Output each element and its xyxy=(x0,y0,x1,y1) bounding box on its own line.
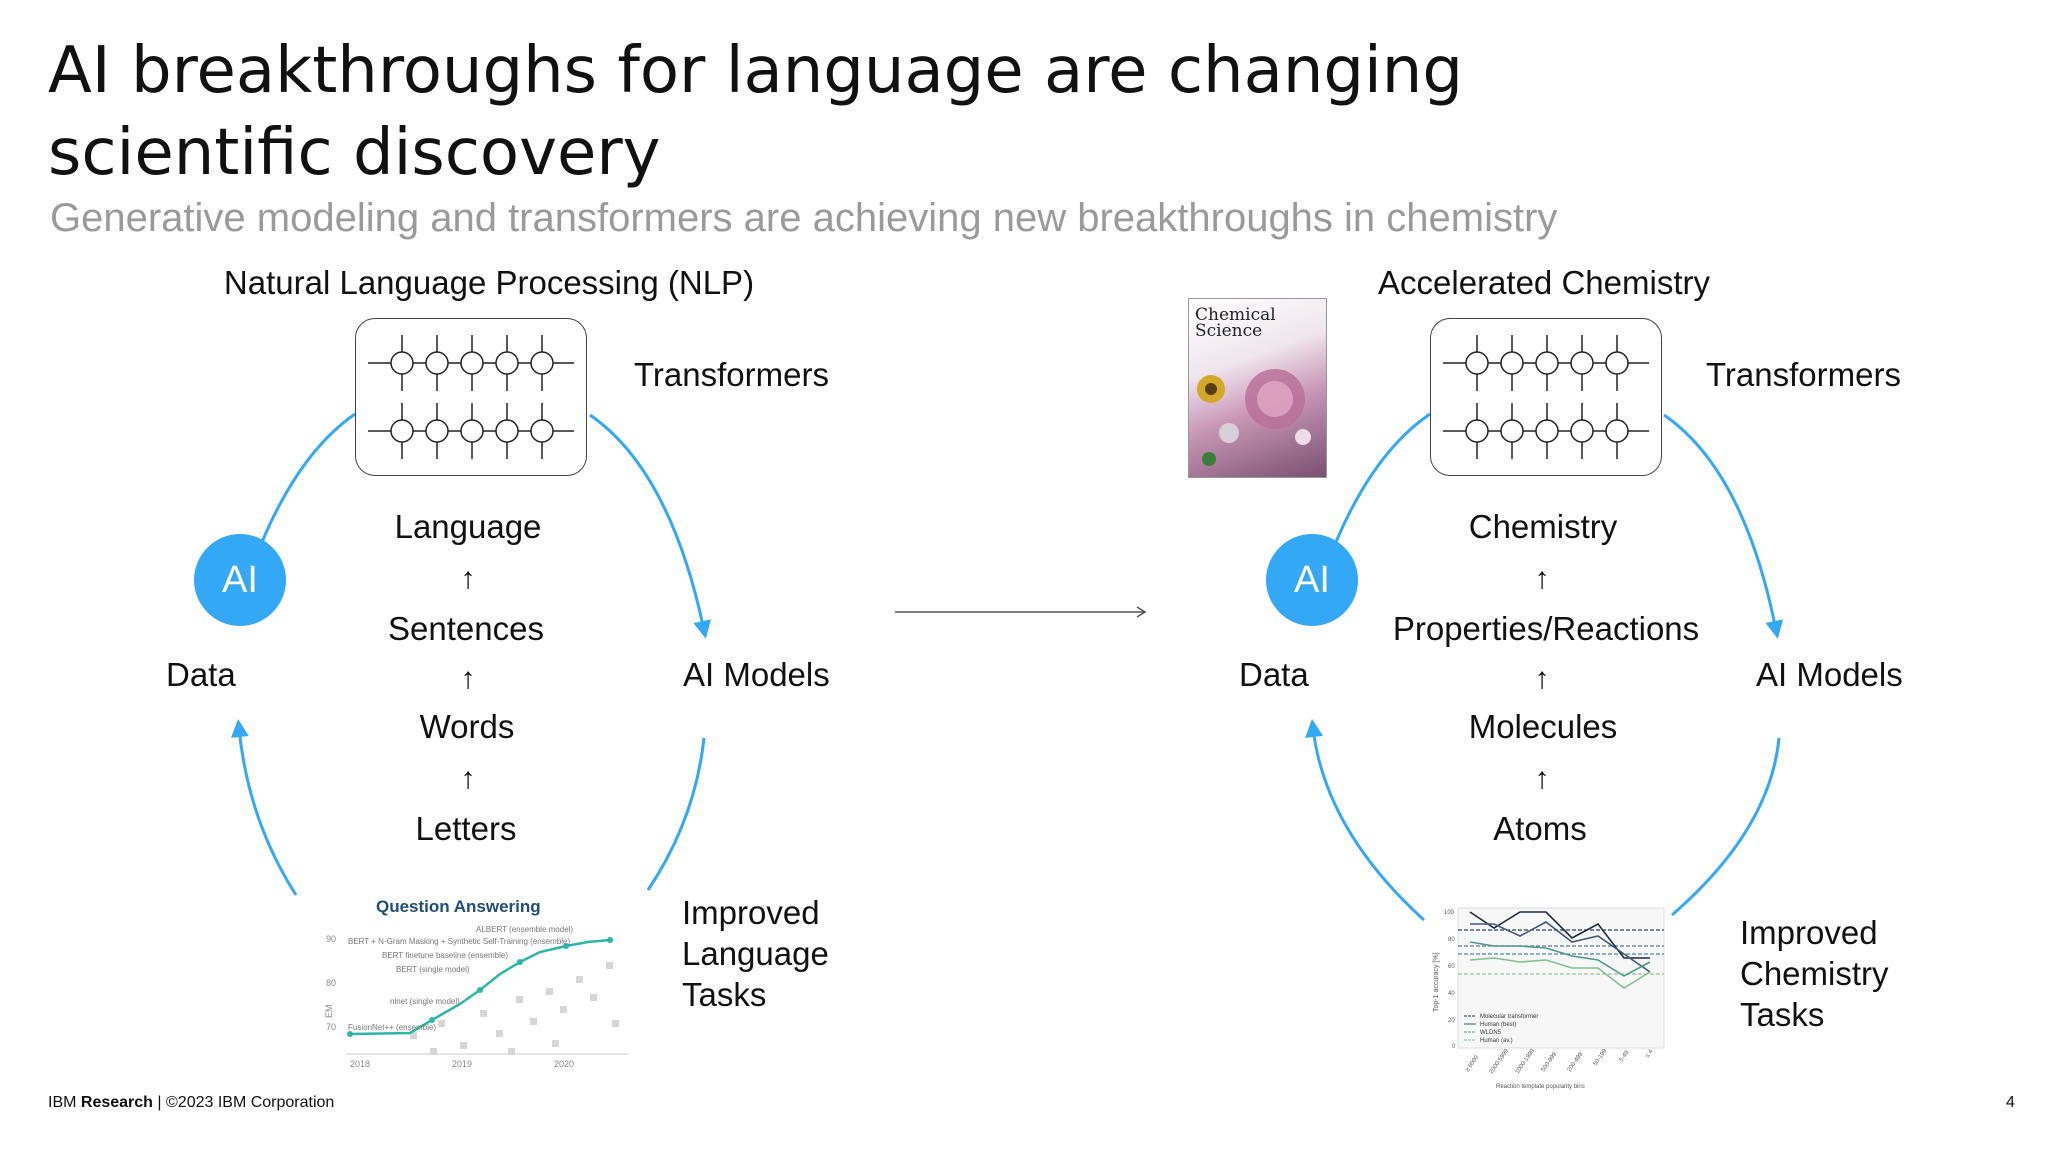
svg-text:100: 100 xyxy=(1444,910,1455,916)
nlp-models-label: AI Models xyxy=(683,656,830,693)
chem-transformer-box xyxy=(1430,318,1662,476)
qa-chart-title: Question Answering xyxy=(376,897,541,916)
svg-text:Molecular transformer: Molecular transformer xyxy=(1480,1014,1538,1020)
svg-text:≥ 6000: ≥ 6000 xyxy=(1465,1054,1481,1073)
chem-arc-models-to-tasks xyxy=(1671,737,1781,917)
chem-tasks-label: Improved Chemistry Tasks xyxy=(1740,914,1889,1033)
svg-text:40: 40 xyxy=(1448,991,1455,997)
svg-text:BERT finetune baseline (ensemb: BERT finetune baseline (ensemble) xyxy=(382,951,508,960)
nlp-level-letters: Letters xyxy=(415,810,517,847)
qa-ytick: 80 xyxy=(326,978,336,988)
svg-text:500-999: 500-999 xyxy=(1541,1051,1559,1073)
reaction-accuracy-chart: Top-1 accuracy [%] 100 80 60 40 20 0 Mol… xyxy=(1428,902,1668,1092)
transformer-network-icon xyxy=(1443,335,1649,459)
chem-transformers-label: Transformers xyxy=(1706,356,1901,393)
qa-xtick: 2018 xyxy=(350,1059,370,1069)
nlp-level-sentences: Sentences xyxy=(388,610,544,647)
svg-text:60: 60 xyxy=(1448,964,1455,970)
accuracy-ylabel: Top-1 accuracy [%] xyxy=(1433,952,1440,1012)
chem-level-properties-reactions: Properties/Reactions xyxy=(1392,610,1700,647)
svg-text:20: 20 xyxy=(1448,1018,1455,1024)
svg-text:ALBERT (ensemble model): ALBERT (ensemble model) xyxy=(476,925,573,934)
chem-arc-tasks-to-data xyxy=(1305,719,1426,922)
svg-text:200-499: 200-499 xyxy=(1567,1051,1585,1073)
nlp-arc-tasks-to-data xyxy=(230,719,298,896)
chem-models-label: AI Models xyxy=(1756,656,1903,693)
up-arrow-icon: ↑ xyxy=(460,562,476,595)
slide-title: AI breakthroughs for language are changi… xyxy=(48,34,1463,190)
qa-ytick: 70 xyxy=(326,1022,336,1032)
svg-text:BERT + N-Gram Masking + Synthe: BERT + N-Gram Masking + Synthetic Self-T… xyxy=(348,937,570,946)
up-arrow-icon: ↑ xyxy=(1534,562,1550,595)
up-arrow-icon: ↑ xyxy=(460,662,476,695)
chemical-science-journal-cover: Chemical Science xyxy=(1188,298,1327,478)
up-arrow-icon: ↑ xyxy=(460,762,476,795)
svg-text:0: 0 xyxy=(1452,1044,1456,1050)
chem-ai-circle: AI xyxy=(1266,534,1358,626)
transformer-network-icon xyxy=(368,335,574,459)
svg-text:50-199: 50-199 xyxy=(1593,1048,1609,1067)
page-number: 4 xyxy=(2006,1094,2015,1111)
nlp-transformer-box xyxy=(355,318,587,476)
qa-xtick: 2019 xyxy=(452,1059,472,1069)
nlp-ai-circle: AI xyxy=(194,534,286,626)
svg-text:1000-1999: 1000-1999 xyxy=(1515,1048,1537,1075)
svg-text:FusionNet++ (ensemble): FusionNet++ (ensemble) xyxy=(348,1023,436,1032)
svg-text:2000-5999: 2000-5999 xyxy=(1489,1048,1511,1075)
qa-xtick: 2020 xyxy=(554,1059,574,1069)
up-arrow-icon: ↑ xyxy=(1534,762,1550,795)
chem-heading: Accelerated Chemistry xyxy=(1378,264,1710,301)
nlp-level-words: Words xyxy=(419,708,515,745)
nlp-arc-models-to-tasks xyxy=(646,737,706,891)
svg-text:BERT (single model): BERT (single model) xyxy=(396,965,470,974)
qa-ylabel: EM xyxy=(324,1005,334,1019)
chem-level-molecules: Molecules xyxy=(1468,708,1618,745)
nlp-transformers-label: Transformers xyxy=(634,356,829,393)
chem-level-chemistry: Chemistry xyxy=(1468,508,1618,545)
nlp-heading: Natural Language Processing (NLP) xyxy=(223,264,755,301)
svg-text:Human (best): Human (best) xyxy=(1480,1022,1516,1028)
slide-subtitle: Generative modeling and transformers are… xyxy=(50,196,1558,240)
svg-text:80: 80 xyxy=(1448,937,1455,943)
svg-text:nlnet (single model): nlnet (single model) xyxy=(390,997,460,1006)
svg-text:WLDN5: WLDN5 xyxy=(1480,1030,1502,1036)
svg-text:≤ 4: ≤ 4 xyxy=(1645,1048,1655,1059)
svg-text:5-49: 5-49 xyxy=(1619,1049,1631,1063)
svg-text:Human (av.): Human (av.) xyxy=(1480,1038,1513,1044)
accuracy-xlabel: Reaction template popularity bins xyxy=(1496,1084,1585,1090)
nlp-level-language: Language xyxy=(394,508,542,545)
nlp-arc-transformers-to-models xyxy=(589,413,711,639)
nlp-data-label: Data xyxy=(166,656,236,693)
chem-arc-transformers-to-models xyxy=(1663,413,1784,639)
qa-ytick: 90 xyxy=(326,934,336,944)
question-answering-chart: Question Answering EM 90 80 70 2018 2019… xyxy=(320,892,632,1072)
chem-data-label: Data xyxy=(1239,656,1309,693)
up-arrow-icon: ↑ xyxy=(1534,662,1550,695)
footer-copyright: IBM Research | ©2023 IBM Corporation xyxy=(48,1094,335,1111)
nlp-tasks-label: Improved Language Tasks xyxy=(682,894,829,1013)
chem-arc-data-to-transformers xyxy=(1334,412,1431,543)
chem-level-atoms: Atoms xyxy=(1493,810,1587,847)
nlp-arc-data-to-transformers xyxy=(260,412,356,543)
